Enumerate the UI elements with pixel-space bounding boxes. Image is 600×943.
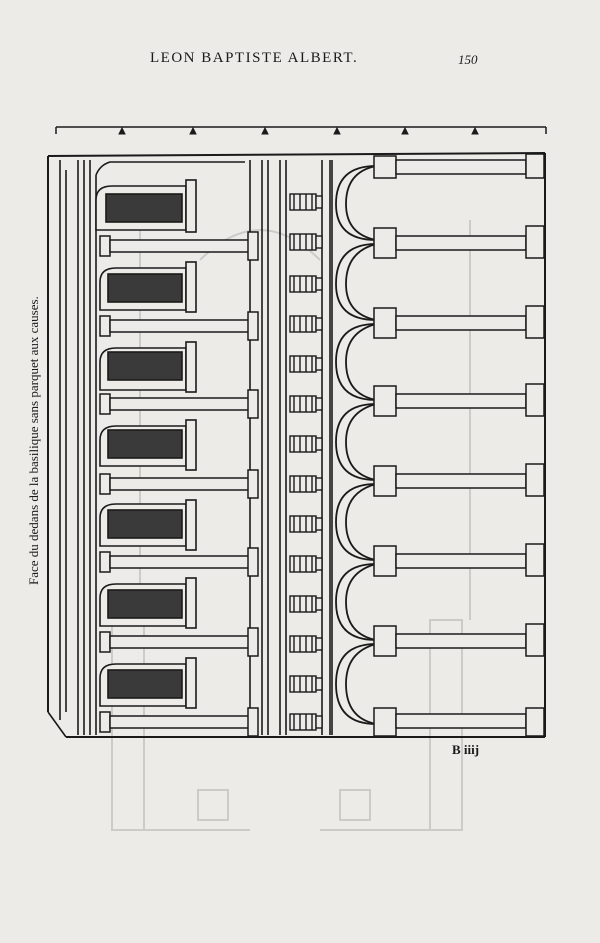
baluster-1 [289, 193, 323, 211]
column-left-1 [99, 231, 259, 261]
baluster-10 [289, 555, 323, 573]
running-header-title: LEON BAPTISTE ALBERT. [150, 50, 359, 66]
baluster-12 [289, 635, 323, 653]
column-left-7 [99, 707, 259, 737]
left-colonnade [99, 231, 259, 737]
column-left-3 [99, 389, 259, 419]
baluster-13 [289, 675, 323, 693]
column-right-6 [373, 543, 545, 577]
window-4 [99, 419, 197, 471]
window-5 [99, 499, 197, 551]
window-6 [99, 577, 197, 629]
baluster-9 [289, 515, 323, 533]
baluster-7 [289, 435, 323, 453]
baluster-5 [289, 355, 323, 373]
window-2 [99, 261, 197, 313]
upper-row-windows [95, 179, 197, 709]
column-left-4 [99, 469, 259, 499]
drawing-frame [47, 152, 546, 738]
page-number: 150 [458, 52, 478, 67]
baluster-2 [289, 233, 323, 251]
window-3 [99, 341, 197, 393]
baluster-14 [289, 713, 323, 731]
baluster-3 [289, 275, 323, 293]
column-right-5 [373, 463, 545, 497]
column-left-5 [99, 547, 259, 577]
window-1 [95, 179, 197, 233]
scale-bar [55, 126, 547, 135]
right-colonnade [373, 153, 545, 737]
baluster-4 [289, 315, 323, 333]
column-right-7 [373, 623, 545, 657]
baluster-11 [289, 595, 323, 613]
window-7 [99, 657, 197, 709]
column-right-2 [373, 225, 545, 259]
column-left-6 [99, 627, 259, 657]
column-right-8 [373, 707, 545, 737]
side-caption: Face du dedans de la basilique sans parq… [26, 296, 41, 585]
baluster-8 [289, 475, 323, 493]
column-right-4 [373, 383, 545, 417]
right-arcade-arches [335, 165, 377, 725]
central-balustrade [289, 193, 323, 731]
column-right-3 [373, 305, 545, 339]
signature-mark: B iiij [452, 742, 480, 757]
column-right-1 [373, 153, 545, 179]
baluster-6 [289, 395, 323, 413]
column-left-2 [99, 311, 259, 341]
